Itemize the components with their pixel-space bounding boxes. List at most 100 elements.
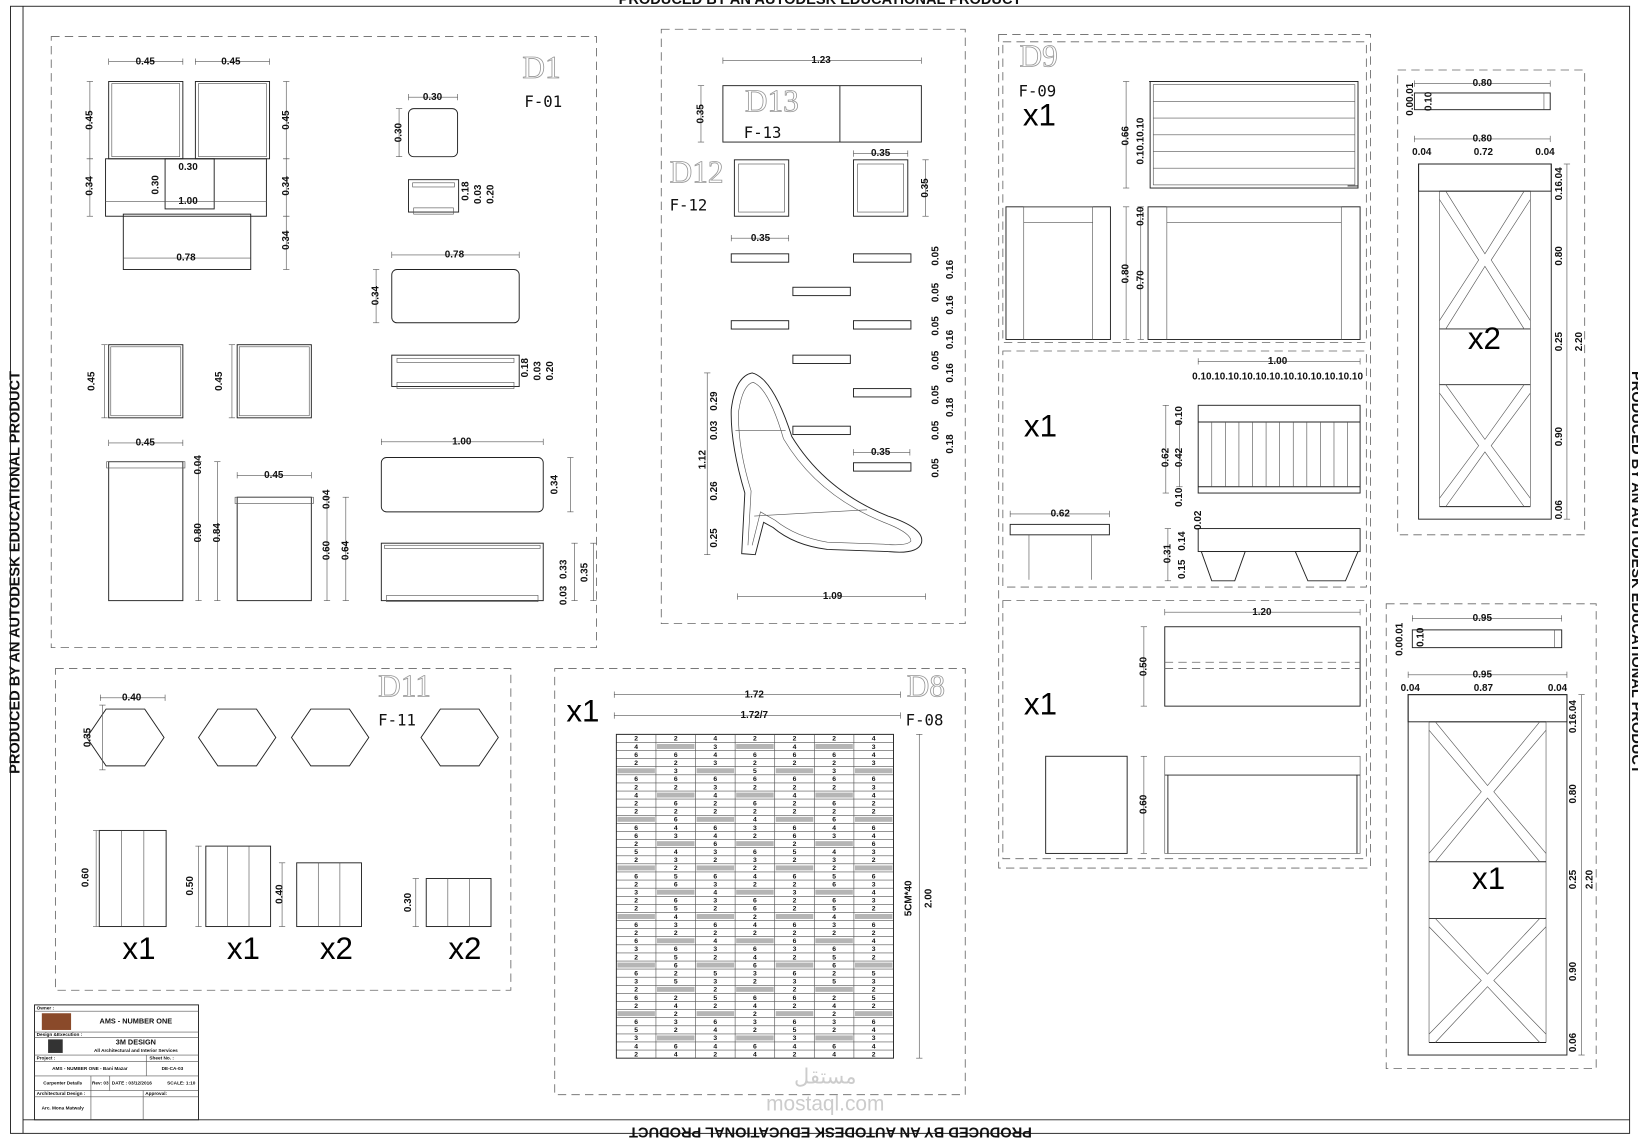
grid-cell-value: 2 (634, 736, 638, 743)
scale: SCALE: 1:10 (167, 1080, 196, 1085)
grid-filled-cell (696, 865, 735, 871)
grid-cell-value: 2 (832, 930, 836, 937)
grid-cell-value: 2 (793, 898, 797, 905)
grid-cell-value: 3 (674, 857, 678, 864)
stool-top (408, 108, 459, 158)
grid-cell-value: 6 (753, 752, 757, 759)
grid-cell-value: 6 (832, 1043, 836, 1050)
floating-shelf (792, 354, 851, 364)
grid-cell-value: 6 (793, 970, 797, 977)
grid-cell-value: 2 (674, 760, 678, 767)
grid-filled-cell (617, 865, 655, 871)
hexagon-shelf (86, 708, 165, 767)
table-top-plan (1149, 81, 1359, 189)
grid-cell-value: 2 (753, 833, 757, 840)
grid-cell-value: 2 (634, 857, 638, 864)
grid-cell-value: 4 (634, 1043, 638, 1050)
grid-cell-value: 6 (634, 776, 638, 783)
dimension-label: 0.45 (221, 56, 241, 67)
grid-cell-value: 4 (674, 1003, 678, 1010)
sheet-border (10, 5, 1631, 1134)
sofa-base (386, 595, 539, 602)
panel-code-f13: F-13 (744, 123, 782, 142)
grid-cell-value: 2 (634, 954, 638, 961)
grid-cell-value: 3 (634, 979, 638, 986)
grid-cell-value: 2 (793, 736, 797, 743)
grid-cell-value: 2 (634, 809, 638, 816)
grid-cell-value: 3 (634, 890, 638, 897)
panel-code-f01: F-01 (524, 92, 562, 111)
grid-cell-value: 5 (674, 906, 678, 913)
grid-cell-value: 3 (832, 922, 836, 929)
dimension-label: 0.25 (709, 528, 720, 548)
approval-label: Approval: (145, 1091, 167, 1096)
dimension-label: 0.03 (533, 361, 544, 381)
dimension-label: 0.10 (1424, 91, 1435, 111)
shoe-shelf-inner (738, 381, 912, 546)
grid-cell-value: 2 (634, 1003, 638, 1010)
box-inner (110, 346, 182, 417)
grid-cell-value: 6 (832, 898, 836, 905)
grid-cell-value: 2 (674, 970, 678, 977)
dimension-label: 0.45 (136, 56, 156, 67)
grid-cell-value: 6 (793, 825, 797, 832)
panel-code-f09: F-09 (1019, 81, 1057, 100)
quantity-label: x2 (320, 931, 353, 966)
dimension-label: 0.45 (136, 438, 156, 449)
grid-cell-value: 2 (713, 809, 717, 816)
shelf-box-inner (738, 163, 785, 213)
grid-cell-value: 4 (713, 890, 717, 897)
cabinet-top-board (234, 496, 314, 504)
dimension-label: 0.78 (445, 250, 465, 261)
dimension-label: 0.60 (80, 867, 91, 887)
grid-cell-value: 6 (872, 1019, 876, 1026)
panel-board (296, 862, 362, 928)
dimension-label: 0.45 (87, 371, 98, 391)
grid-cell-value: 2 (832, 809, 836, 816)
dimension-label: 0.16 (945, 363, 956, 383)
grid-filled-cell (815, 744, 853, 749)
dimension-label: 0.90 (1554, 427, 1565, 447)
grid-cell-value: 2 (793, 987, 797, 994)
grid-cell-value: 6 (713, 873, 717, 880)
grid-cell-value: 3 (872, 1035, 876, 1042)
grid-cell-value: 5 (634, 1027, 638, 1034)
dimension-label: 0.04 (193, 455, 204, 475)
grid-cell-value: 3 (872, 760, 876, 767)
grid-filled-cell (815, 1035, 853, 1041)
dimension-label: 0.60 (1138, 794, 1149, 814)
grid-cell-value: 4 (872, 736, 876, 743)
dimension-label: 0.10 (1174, 487, 1185, 507)
dimension-label: 0.50 (185, 876, 196, 896)
grid-cell-value: 4 (753, 817, 757, 824)
x-brace-icon (1439, 384, 1531, 507)
grid-filled-cell (617, 962, 655, 968)
dimension-label: 0.45 (264, 470, 284, 481)
dimension-label: 1.00 (452, 436, 472, 447)
sofa-front (380, 542, 544, 602)
dimension-label: 0.80 (1473, 78, 1493, 89)
owner-logo-icon (41, 1013, 72, 1030)
grid-filled-cell (736, 792, 774, 798)
quantity-label: x1 (122, 931, 155, 966)
dimension-label: 0.10.10.10 (1135, 117, 1146, 164)
dimension-label: 0.05 (931, 282, 942, 302)
designer-tagline: All Architectural and Interior Services (94, 1048, 178, 1053)
grid-cell-value: 2 (713, 800, 717, 807)
grid-cell-value: 3 (753, 857, 757, 864)
dimension-label: 0.80 (1568, 784, 1579, 804)
grid-filled-cell (736, 1035, 774, 1041)
grid-cell-value: 2 (753, 914, 757, 921)
grid-cell-value: 2 (793, 1051, 797, 1058)
grid-cell-value: 5 (832, 954, 836, 961)
dimension-label: 0.80 (1554, 246, 1565, 266)
grid-filled-cell (656, 1035, 695, 1041)
floating-shelf (792, 425, 851, 436)
designer-name: 3M DESIGN (116, 1037, 156, 1046)
grid-cell-value: 6 (832, 946, 836, 953)
grid-cell-value: 6 (674, 752, 678, 759)
desk-top-plan (1164, 626, 1361, 707)
grid-cell-value: 4 (713, 833, 717, 840)
grid-cell-value: 4 (832, 1003, 836, 1010)
architect-name: Arc. Mona Matwaly (42, 1106, 85, 1111)
